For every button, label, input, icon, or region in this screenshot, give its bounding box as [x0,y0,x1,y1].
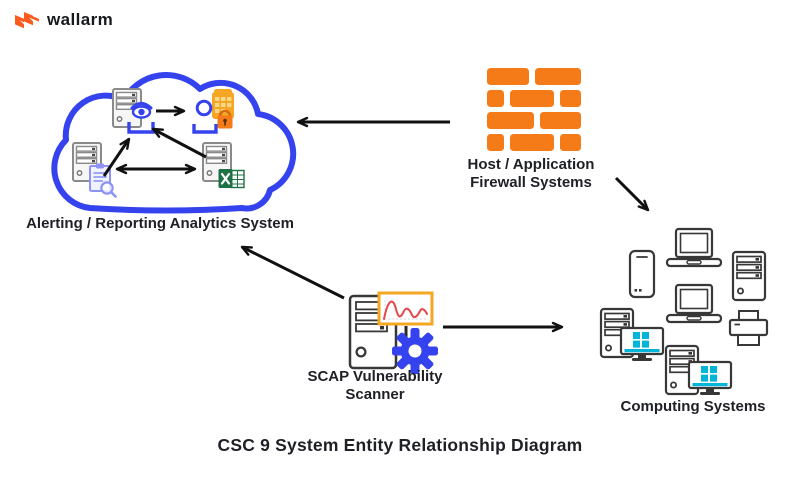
wallarm-logo-text: wallarm [47,10,114,29]
firewall-label-line1: Host / Application [467,156,595,173]
cloud-internal-arrows [102,105,207,177]
diagram-title: CSC 9 System Entity Relationship Diagram [217,435,583,455]
excel-spreadsheet-icon [218,169,245,189]
firewall-label-line2: Firewall Systems [470,174,592,192]
arrow-scanner-to-cloud [240,245,345,300]
scanner-label-line2: Scanner [345,386,405,404]
desktop-pc-icon [664,344,733,397]
wallarm-flag-icon [15,12,39,29]
wallarm-logo[interactable]: wallarm [14,9,113,31]
relationship-arrows [240,116,650,333]
analytics-system-label: Alerting / Reporting Analytics System [26,215,294,232]
brick-wall-icon [487,68,581,151]
laptop-icon [665,283,723,324]
eye-watch-icon [127,102,155,134]
server-gear-waveform-icon [348,291,438,374]
smartphone-icon [628,249,656,299]
server-tower-icon [731,250,767,302]
waveform-chart-icon [377,291,434,326]
arrow-firewall-to-computing [614,176,650,212]
printer-icon [728,310,769,346]
computing-systems-label: Computing Systems [620,398,766,415]
person-phone-lock-icon [192,89,234,134]
scanner-label: SCAP Vulnerability Scanner [285,368,465,405]
firewall-label: Host / Application Firewall Systems [442,156,620,193]
desktop-pc-icon [599,307,665,363]
laptop-icon [665,227,723,268]
scanner-label-line1: SCAP Vulnerability [307,368,443,385]
gear-icon [392,328,438,374]
devices-cluster-icon [599,227,769,397]
analytics-cloud [51,72,297,214]
